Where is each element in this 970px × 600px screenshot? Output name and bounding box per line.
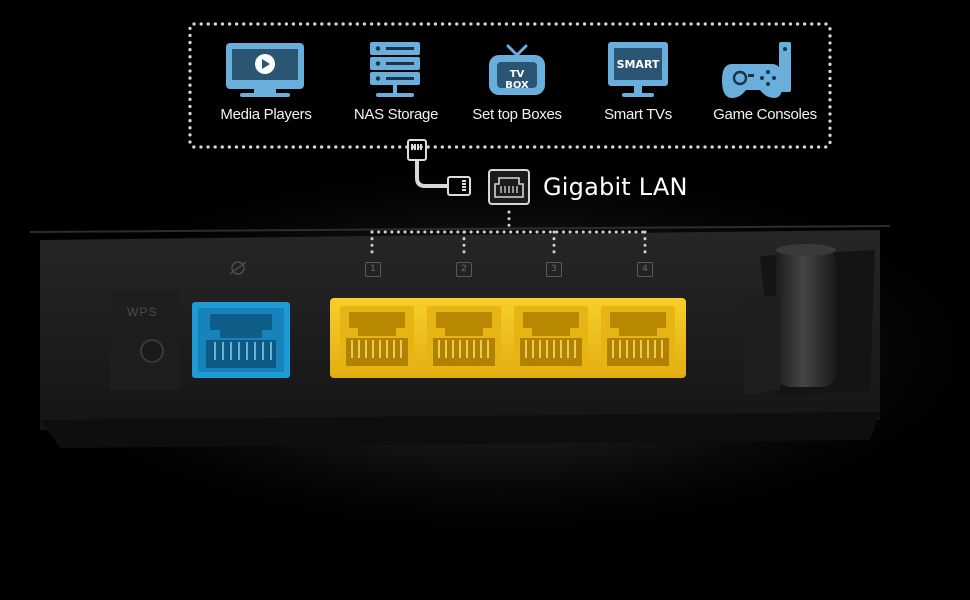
lan-bracket [370,210,647,254]
smart-tv-icon-text: SMART [616,58,660,71]
device-label-set-top-boxes: Set top Boxes [472,106,562,123]
antenna [740,244,875,395]
gigabit-lan-title: Gigabit LAN [543,173,688,201]
tv-box-icon [489,44,545,95]
lan-port-block [330,298,686,378]
lan-port-number-2: 2 [456,262,472,277]
lan-port-number-1: 1 [365,262,381,277]
wps-label: WPS [127,305,158,319]
device-label-media-players: Media Players [220,106,312,123]
wps-button [140,339,164,363]
globe-icon [229,261,247,275]
device-label-nas-storage: NAS Storage [353,106,439,123]
device-label-game-consoles: Game Consoles [713,106,817,123]
device-label-smart-tvs: Smart TVs [604,106,672,123]
game-console-icon [722,42,791,98]
media-player-icon [226,43,304,97]
lan-port-number-4: 4 [637,262,653,277]
lan-port-number-3: 3 [546,262,562,277]
rj45-plug-vertical-icon [407,139,427,161]
device-group-box [188,22,832,149]
ethernet-cable [407,139,471,196]
rj45-plug-horizontal-icon [447,176,471,196]
nas-storage-icon [370,42,420,97]
tv-box-icon-text: TV BOX [505,69,529,91]
smart-tv-icon [608,42,668,97]
ethernet-port-icon [488,169,530,205]
wan-port [192,302,290,378]
